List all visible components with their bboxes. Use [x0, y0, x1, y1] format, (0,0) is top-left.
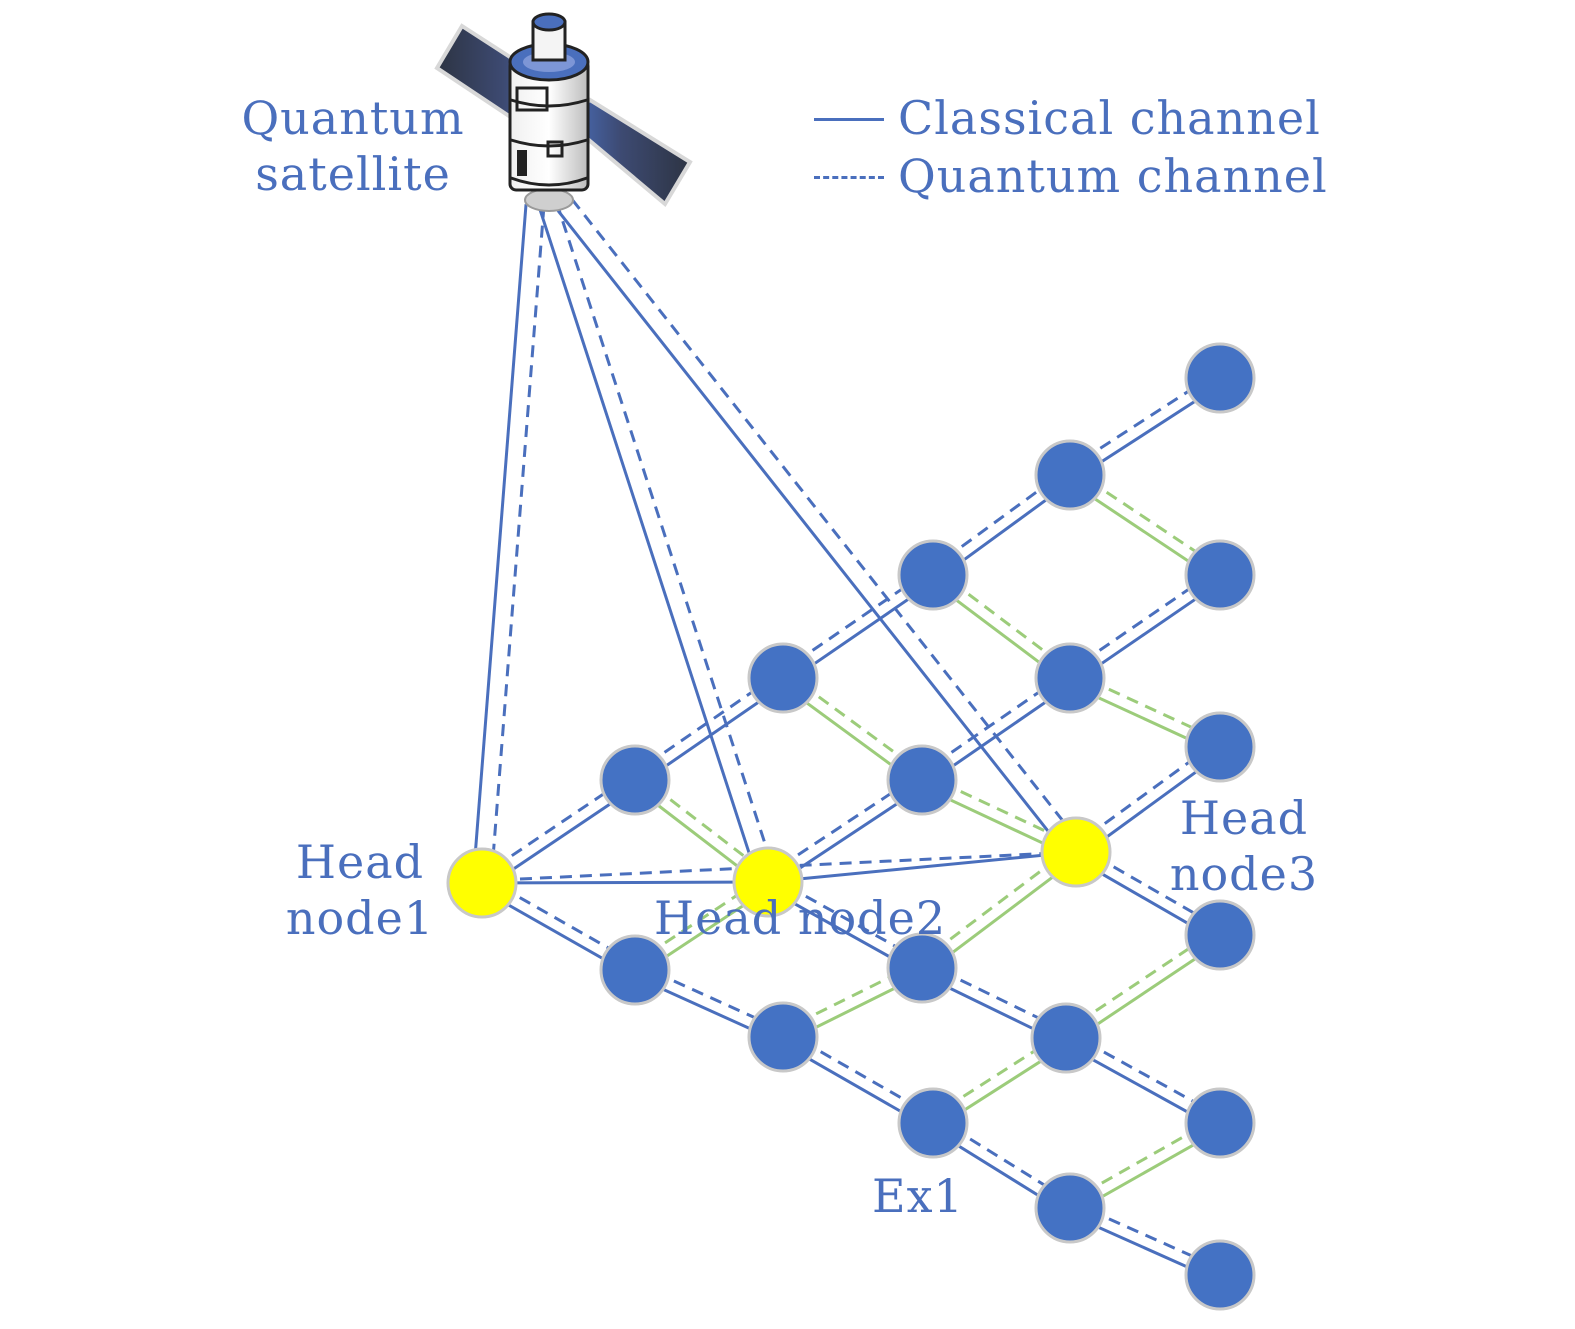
sat-link-head2-classical [538, 207, 761, 886]
sat-link-head3-classical [556, 209, 1071, 859]
head-node-1 [446, 847, 518, 919]
node-r [1030, 1002, 1102, 1074]
node-p [1184, 1239, 1256, 1311]
legend-classical-label: Classical channel [898, 91, 1321, 145]
node-k [599, 934, 671, 1006]
node-s [1184, 899, 1256, 971]
legend-quantum-label: Quantum channel [898, 149, 1328, 203]
head-node1-label-line1: Head [295, 835, 425, 889]
head-node-2 [732, 846, 804, 918]
nodes-layer [446, 342, 1256, 1311]
head-node3-label-line2: node3 [1169, 847, 1319, 901]
node-f [886, 744, 958, 816]
sat-link-head3-quantum [570, 198, 1085, 848]
node-l [747, 1001, 819, 1073]
ex1-label: Ex1 [872, 1169, 964, 1223]
node-g [1034, 642, 1106, 714]
legend-classical-line [814, 118, 884, 121]
head-node3-label-line1: Head [1179, 791, 1309, 845]
sat-link-head1-classical [471, 204, 528, 883]
satellite-label-line2: satellite [255, 147, 451, 201]
node-o [1034, 1172, 1106, 1244]
node-b [747, 642, 819, 714]
node-j [1184, 711, 1256, 783]
head-node-3 [1040, 816, 1112, 888]
head-node1-label-line2: node1 [285, 891, 435, 945]
node-t [1184, 1087, 1256, 1159]
head2-head3-classical [767, 850, 1077, 884]
sat-link-head1-quantum [489, 205, 546, 884]
node-q [886, 932, 958, 1004]
links-layer [471, 198, 1225, 1282]
legend-quantum-line [814, 176, 884, 179]
head-node2-label: Head node2 [654, 891, 947, 945]
node-c [897, 539, 969, 611]
satellite-label-line1: Quantum [241, 91, 465, 145]
node-d [1034, 439, 1106, 511]
node-e [1184, 342, 1256, 414]
head1-head2-classical [481, 880, 769, 885]
satellite-icon [434, 12, 693, 212]
node-i [1184, 539, 1256, 611]
node-a [599, 744, 671, 816]
node-m [897, 1087, 969, 1159]
head-node1-label: Head node1 [280, 834, 440, 946]
head-node3-label: Head node3 [1164, 790, 1324, 902]
satellite-label: Quantum satellite [238, 90, 468, 202]
